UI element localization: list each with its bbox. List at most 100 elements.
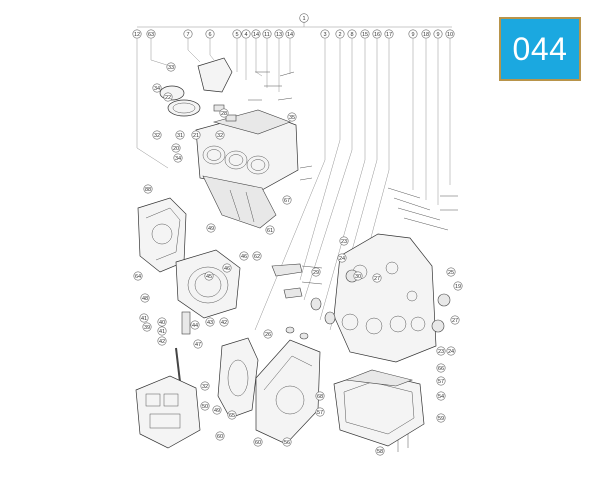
- callout-30: 32: [200, 381, 210, 391]
- callout-39: 25: [446, 267, 456, 277]
- callout-38: 24: [337, 253, 347, 263]
- svg-text:28: 28: [221, 111, 227, 117]
- svg-text:46: 46: [241, 254, 247, 260]
- svg-text:41: 41: [159, 329, 165, 335]
- svg-text:44: 44: [192, 323, 198, 329]
- svg-text:3: 3: [323, 32, 326, 38]
- callout-37: 23: [339, 236, 349, 246]
- svg-text:59: 59: [438, 416, 444, 422]
- svg-text:43: 43: [207, 320, 213, 326]
- callout-10: 34: [173, 153, 183, 163]
- svg-text:49: 49: [208, 226, 214, 232]
- svg-text:65: 65: [229, 413, 235, 419]
- callout-34: 60: [215, 431, 225, 441]
- svg-text:27: 27: [452, 318, 458, 324]
- callout-18: 45: [204, 271, 214, 281]
- callout-13: 49: [206, 223, 216, 233]
- svg-text:32: 32: [202, 384, 208, 390]
- svg-text:34: 34: [175, 156, 181, 162]
- callout-48: 66: [436, 363, 446, 373]
- callout-9: 20: [171, 143, 181, 153]
- callout-45: 27: [450, 315, 460, 325]
- callout-11: 88: [143, 184, 153, 194]
- top-callout-19: 10: [445, 29, 455, 39]
- svg-text:42: 42: [159, 339, 165, 345]
- top-callout: 1: [299, 13, 309, 23]
- top-callout-bracket: [137, 20, 452, 28]
- svg-text:23: 23: [341, 239, 347, 245]
- svg-text:11: 11: [264, 32, 270, 38]
- callout-7: 21: [191, 130, 201, 140]
- callout-32: 49: [212, 405, 222, 415]
- svg-text:13: 13: [276, 32, 282, 38]
- top-callout-16: 9: [408, 29, 418, 39]
- top-callout-3: 6: [205, 29, 215, 39]
- svg-text:26: 26: [265, 332, 271, 338]
- svg-text:30: 30: [355, 274, 361, 280]
- callout-47: 24: [446, 346, 456, 356]
- callout-4: 28: [219, 108, 229, 118]
- svg-text:47: 47: [195, 342, 201, 348]
- callout-19: 46: [222, 263, 232, 273]
- top-callout-1: 63: [146, 29, 156, 39]
- svg-text:19: 19: [455, 284, 461, 290]
- svg-text:64: 64: [135, 274, 141, 280]
- callout-52: 58: [375, 446, 385, 456]
- svg-text:62: 62: [254, 254, 260, 260]
- svg-text:60: 60: [217, 434, 223, 440]
- svg-text:9: 9: [436, 32, 439, 38]
- clutch-cover: [175, 249, 241, 319]
- callout-14: 61: [265, 225, 275, 235]
- top-callout-14: 16: [372, 29, 382, 39]
- head-bolts: [248, 71, 313, 181]
- svg-text:46: 46: [224, 266, 230, 272]
- callout-3: 22: [163, 92, 173, 102]
- svg-text:42: 42: [221, 320, 227, 326]
- top-callout-0: 12: [132, 29, 142, 39]
- callout-22: 39: [142, 322, 152, 332]
- svg-text:61: 61: [267, 228, 273, 234]
- callout-12: 67: [282, 195, 292, 205]
- page-number-badge: 044: [499, 17, 581, 81]
- top-callout-13: 15: [360, 29, 370, 39]
- svg-text:23: 23: [438, 349, 444, 355]
- callout-5: 32: [152, 130, 162, 140]
- callout-29: 47: [193, 339, 203, 349]
- svg-text:22: 22: [165, 95, 171, 101]
- top-callout-15: 17: [384, 29, 394, 39]
- svg-text:39: 39: [144, 325, 150, 331]
- top-callout-7: 11: [262, 29, 272, 39]
- top-callout-5: 4: [241, 29, 251, 39]
- top-callout-11: 2: [335, 29, 345, 39]
- engine-assembly-thumbnail: [135, 375, 201, 449]
- oil-pump-shaft: [175, 311, 191, 383]
- svg-text:5: 5: [235, 32, 238, 38]
- callout-17: 64: [133, 271, 143, 281]
- svg-text:2: 2: [338, 32, 341, 38]
- engine-side-cover: [255, 339, 321, 445]
- svg-text:60: 60: [255, 440, 261, 446]
- callout-54: 68: [315, 391, 325, 401]
- svg-text:1: 1: [302, 16, 305, 22]
- svg-text:63: 63: [148, 32, 154, 38]
- svg-text:14: 14: [253, 32, 259, 38]
- callout-51: 59: [436, 413, 446, 423]
- svg-text:9: 9: [411, 32, 414, 38]
- svg-text:4: 4: [244, 32, 247, 38]
- svg-text:54: 54: [438, 394, 444, 400]
- head-cover-parts: [159, 57, 237, 122]
- callout-35: 60: [253, 437, 263, 447]
- svg-text:56: 56: [284, 440, 290, 446]
- callout-21: 41: [139, 313, 149, 323]
- cylinder-head: [195, 109, 299, 229]
- svg-text:24: 24: [448, 349, 454, 355]
- svg-text:15: 15: [362, 32, 368, 38]
- generator-cover: [217, 337, 259, 419]
- top-callout-10: 3: [320, 29, 330, 39]
- svg-text:34: 34: [154, 86, 160, 92]
- top-callout-2: 7: [183, 29, 193, 39]
- svg-text:16: 16: [374, 32, 380, 38]
- top-callout-4: 5: [232, 29, 242, 39]
- callout-23: 44: [190, 320, 200, 330]
